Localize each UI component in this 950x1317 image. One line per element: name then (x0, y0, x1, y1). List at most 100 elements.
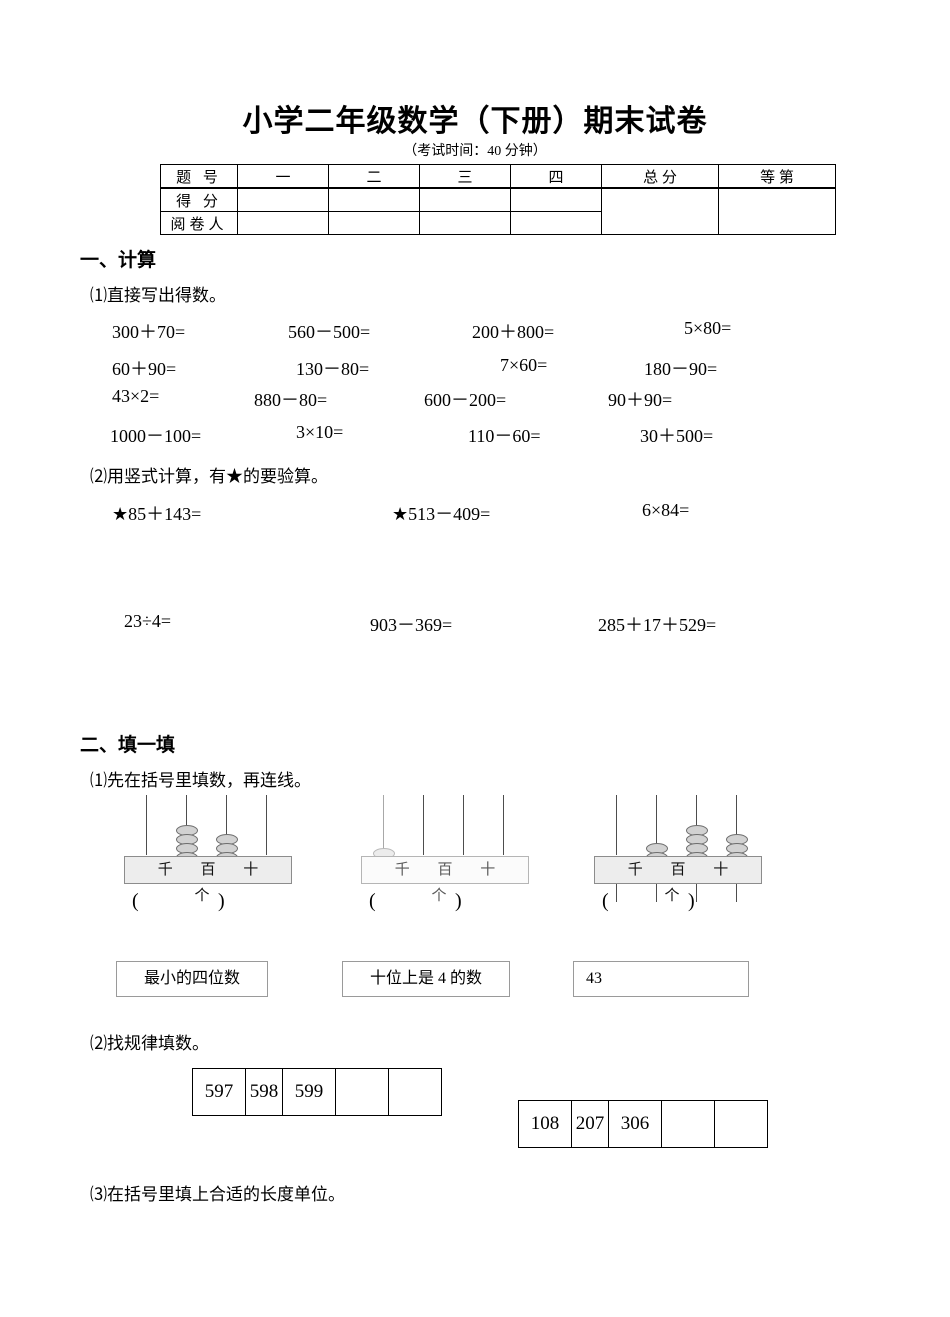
abacus-rod-ge (266, 795, 267, 855)
calc-item: 30＋500= (640, 426, 714, 446)
abacus-place-labels: 千 百 十 个 (594, 856, 762, 904)
total-score-cell[interactable] (601, 187, 719, 235)
abacus-rod-qian (383, 795, 384, 855)
calc-item: 6×84= (642, 500, 690, 520)
calc-item: 560－500= (288, 322, 371, 342)
table-row: 108 207 306 (518, 1100, 768, 1148)
marker-cell[interactable] (510, 211, 602, 235)
table-row-marker: 阅卷人 (160, 211, 836, 235)
score-table-row-label: 阅卷人 (160, 211, 238, 235)
calc-item: 110－60= (468, 426, 541, 446)
table-row: 597 598 599 (192, 1068, 442, 1116)
abacus-3: 千 百 十 个 ( ) (588, 795, 788, 925)
answer-paren-close: ) (688, 890, 695, 912)
question-1-1-prompt: ⑴直接写出得数。 (90, 286, 226, 305)
oral-calc-row-3: 43×2= 880－80= 600－200= 90＋90= (0, 386, 950, 420)
abacus-rod-lower-shi (696, 884, 697, 902)
abacus-rod-bai (656, 795, 657, 855)
abacus-1: 千 百 十 个 ( ) (118, 795, 318, 925)
calc-item: 130－80= (296, 359, 370, 379)
abacus-rod-qian (146, 795, 147, 855)
sequence-cell[interactable]: 108 (518, 1100, 572, 1148)
table-row-header: 题 号 一 二 三 四 总 分 等 第 (160, 164, 836, 189)
calc-item: 903－369= (370, 615, 453, 635)
oral-calc-row-4: 1000－100= 3×10= 110－60= 30＋500= (0, 422, 950, 456)
sequence-cell-blank[interactable] (388, 1068, 442, 1116)
abacus-place-labels: 千 百 十 个 (124, 856, 292, 904)
score-table-col-total: 总 分 (601, 164, 719, 189)
calc-item: 200＋800= (472, 322, 555, 342)
match-option-3[interactable]: 43 (573, 961, 749, 997)
calc-item: 3×10= (296, 422, 344, 442)
abacus-rod-lower-qian (616, 884, 617, 902)
answer-paren-close: ) (218, 890, 225, 912)
calc-item: 285＋17＋529= (598, 615, 717, 635)
score-table-col-1: 一 (237, 164, 329, 189)
abacus-rod-shi (226, 795, 227, 855)
vertical-calc-row-1: ★85＋143= ★513－409= 6×84= (0, 500, 950, 534)
sequence-cell[interactable]: 598 (245, 1068, 283, 1116)
abacus-rod-ge (736, 795, 737, 855)
score-table-col-2: 二 (328, 164, 420, 189)
abacus-place-labels: 千 百 十 个 (361, 856, 529, 904)
page-title: 小学二年级数学（下册）期末试卷 (242, 105, 708, 138)
question-2-2-prompt: ⑵找规律填数。 (90, 1034, 209, 1053)
score-table-col-grade: 等 第 (718, 164, 836, 189)
sequence-cell-blank[interactable] (335, 1068, 389, 1116)
abacus-rod-shi (463, 795, 464, 855)
calc-item: 600－200= (424, 390, 507, 410)
question-2-1-prompt: ⑴先在括号里填数，再连线。 (90, 771, 311, 790)
calc-item: 60＋90= (112, 359, 177, 379)
calc-item: 23÷4= (124, 611, 172, 631)
calc-item: ★85＋143= (112, 504, 202, 524)
answer-paren-open: ( (602, 890, 609, 912)
calc-item: 180－90= (644, 359, 718, 379)
calc-item: 90＋90= (608, 390, 673, 410)
answer-paren-open: ( (369, 890, 376, 912)
vertical-calc-row-2: 23÷4= 903－369= 285＋17＋529= (0, 611, 950, 645)
question-1-2-prompt: ⑵用竖式计算，有★的要验算。 (90, 467, 328, 486)
score-cell[interactable] (328, 187, 420, 212)
abacus-rod-qian (616, 795, 617, 855)
score-cell[interactable] (237, 187, 329, 212)
calc-item: 880－80= (254, 390, 328, 410)
calc-item: 5×80= (684, 318, 732, 338)
abacus-rod-ge (503, 795, 504, 855)
abacus-rod-lower-ge (736, 884, 737, 902)
section-heading-2: 二、填一填 (80, 735, 176, 756)
abacus-2: 千 百 十 个 ( ) (355, 795, 555, 925)
sequence-cell[interactable]: 597 (192, 1068, 246, 1116)
sequence-b: 108 207 306 (518, 1100, 768, 1148)
score-cell[interactable] (419, 187, 511, 212)
grade-cell[interactable] (718, 187, 836, 235)
score-table: 题 号 一 二 三 四 总 分 等 第 得 分 阅卷人 (160, 164, 836, 235)
section-heading-1: 一、计算 (80, 250, 157, 271)
marker-cell[interactable] (328, 211, 420, 235)
sequence-cell[interactable]: 306 (608, 1100, 662, 1148)
score-table-row-label: 得 分 (160, 187, 238, 212)
sequence-cell-blank[interactable] (661, 1100, 715, 1148)
abacus-rod-lower-bai (656, 884, 657, 902)
oral-calc-row-2: 60＋90= 130－80= 7×60= 180－90= (0, 355, 950, 389)
marker-cell[interactable] (237, 211, 329, 235)
abacus-rod-bai (423, 795, 424, 855)
calc-item: 7×60= (500, 355, 548, 375)
score-cell[interactable] (510, 187, 602, 212)
marker-cell[interactable] (419, 211, 511, 235)
sequence-a: 597 598 599 (192, 1068, 442, 1116)
match-option-1[interactable]: 最小的四位数 (116, 961, 268, 997)
calc-item: 1000－100= (110, 426, 202, 446)
match-option-2[interactable]: 十位上是 4 的数 (342, 961, 510, 997)
question-2-3-prompt: ⑶在括号里填上合适的长度单位。 (90, 1185, 345, 1204)
answer-paren-open: ( (132, 890, 139, 912)
calc-item: 300＋70= (112, 322, 186, 342)
calc-item: ★513－409= (392, 504, 491, 524)
calc-item: 43×2= (112, 386, 160, 406)
exam-duration-note: （考试时间：40 分钟） (403, 144, 547, 159)
answer-paren-close: ) (455, 890, 462, 912)
sequence-cell[interactable]: 207 (571, 1100, 609, 1148)
sequence-cell[interactable]: 599 (282, 1068, 336, 1116)
sequence-cell-blank[interactable] (714, 1100, 768, 1148)
oral-calc-row-1: 300＋70= 560－500= 200＋800= 5×80= (0, 318, 950, 352)
